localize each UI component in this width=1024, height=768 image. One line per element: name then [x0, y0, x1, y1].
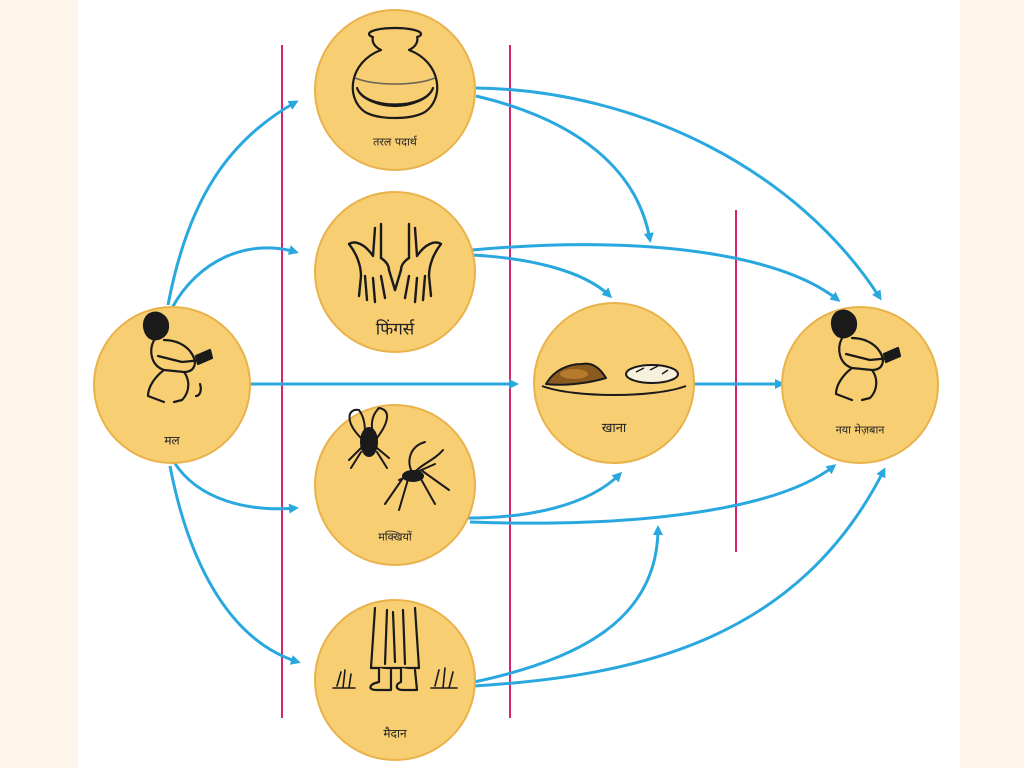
node-fingers-label: फिंगर्स	[375, 319, 415, 340]
node-food-circle	[533, 302, 695, 464]
hands-icon	[347, 222, 443, 304]
node-circles	[93, 9, 939, 761]
arrow-flies-to-food	[467, 471, 623, 520]
arrow-fields-to-food	[473, 525, 663, 684]
node-feces-circle	[93, 306, 251, 464]
arrow-feces-to-fluids	[166, 100, 299, 306]
arrow-fluids-to-food	[475, 94, 654, 243]
arrow-flies-to-host	[469, 464, 837, 525]
fly-mosquito-icon	[348, 407, 450, 511]
food-plate-icon	[541, 362, 687, 396]
arrow-fingers-to-food	[471, 253, 613, 299]
standing-feet-icon	[332, 606, 458, 692]
transmission-diagram: मल तरल पदार्थ फिंगर्स मक्खियों मैदान खान…	[78, 0, 960, 768]
node-fluids-label: तरल पदार्थ	[373, 135, 417, 149]
node-host-label: नया मेज़बान	[835, 423, 885, 437]
squatting-person-icon	[142, 311, 214, 404]
arrow-fluids-to-host	[475, 86, 882, 301]
arrow-feces-to-fingers	[170, 245, 299, 309]
node-fields-label: मैदान	[383, 726, 407, 741]
node-fields-circle	[314, 599, 476, 761]
arrow-fingers-to-host	[471, 243, 841, 302]
node-flies-circle	[314, 404, 476, 566]
node-food-label: खाना	[601, 421, 627, 436]
node-flies-label: मक्खियों	[378, 530, 412, 544]
squatting-person-icon-host	[830, 309, 902, 402]
node-fingers-circle	[314, 191, 476, 353]
node-host-circle	[781, 306, 939, 464]
arrow-fields-to-host	[473, 467, 886, 688]
arrow-feces-to-flies	[172, 461, 299, 514]
clay-pot-icon	[351, 26, 439, 120]
arrow-feces-to-fields	[168, 465, 301, 665]
diagram-svg	[93, 9, 939, 761]
arrows	[166, 86, 886, 688]
node-feces-label: मल	[164, 433, 180, 448]
